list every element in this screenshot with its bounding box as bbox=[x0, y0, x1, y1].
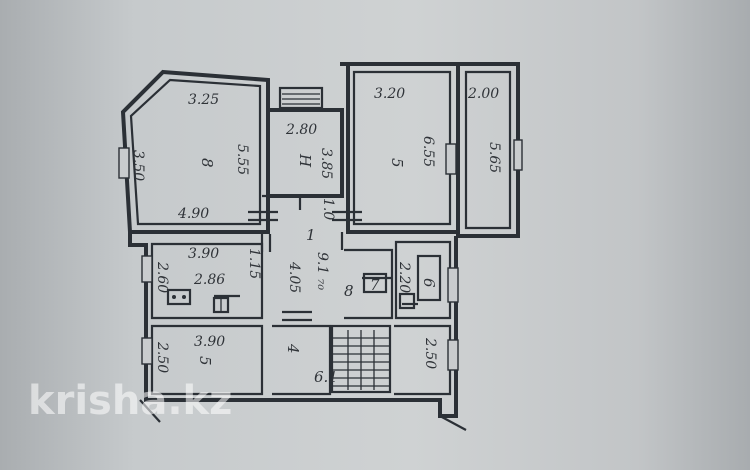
dim-balcony-side: 5.65 bbox=[486, 142, 502, 173]
dim-balcony-top: 2.00 bbox=[467, 86, 499, 102]
dim-bottom-room-left: 2.50 bbox=[154, 341, 170, 373]
stove-icon bbox=[166, 288, 192, 306]
dim-bedroom-left-top: 3.25 bbox=[188, 92, 219, 108]
room-no-corridor-marks: 8 bbox=[344, 282, 354, 300]
watermark-text: krisha.kz bbox=[28, 378, 232, 424]
dim-corridor-small: 1.0 bbox=[320, 198, 336, 220]
window-bath bbox=[447, 267, 459, 303]
dim-bedroom-left-bottom: 4.90 bbox=[177, 206, 209, 222]
dim-kitchen-left: 2.60 bbox=[154, 261, 170, 293]
room-no-stair-room: 4 bbox=[284, 343, 302, 354]
dim-room-h-side: 3.85 bbox=[318, 148, 334, 179]
outer-walls bbox=[120, 62, 520, 418]
window-bottom-right bbox=[447, 339, 459, 371]
room-no-bath: 6 bbox=[420, 278, 438, 288]
dim-bedroom-left-left: 3.50 bbox=[130, 150, 146, 181]
room-number-labels: 8 H 5 1 8 6 7 5 4 6.1 bbox=[196, 153, 438, 386]
dim-bottom-right-side: 2.50 bbox=[422, 337, 438, 369]
dim-bottom-room-top: 3.90 bbox=[194, 334, 225, 350]
window-bottom-room bbox=[141, 337, 153, 365]
wall-stair-room bbox=[272, 324, 332, 396]
wall-lower-body bbox=[128, 232, 458, 418]
door-marks bbox=[214, 198, 418, 322]
wall-wc bbox=[344, 248, 394, 320]
room-no-stair-label: 6.1 bbox=[314, 368, 338, 386]
dim-corridor-main: 4.05 bbox=[286, 261, 302, 293]
staircase bbox=[330, 324, 392, 394]
bath-sink-icon bbox=[398, 292, 416, 310]
dim-room-center-top: 3.20 bbox=[374, 86, 405, 102]
corner-marks bbox=[139, 399, 467, 431]
dim-room-center-side: 6.55 bbox=[420, 136, 436, 167]
windows bbox=[118, 139, 523, 371]
window-center-room bbox=[445, 143, 457, 175]
bathtub-icon bbox=[416, 254, 442, 302]
room-no-bedroom-left: 8 bbox=[198, 158, 216, 168]
dim-bedroom-left-right: 5.55 bbox=[234, 144, 250, 175]
window-left-bedroom bbox=[118, 147, 130, 179]
dim-bath-side: 2.20 bbox=[396, 261, 412, 293]
dimension-labels: 3.25 5.55 3.50 4.90 2.80 3.85 3.20 6.55 … bbox=[130, 86, 502, 373]
wall-bottom-room bbox=[150, 324, 264, 396]
room-no-wc: 7 bbox=[370, 276, 380, 294]
wall-bedroom-left bbox=[120, 69, 270, 234]
dim-room-h-top: 2.80 bbox=[285, 122, 317, 138]
room-no-bottom-room: 5 bbox=[196, 356, 214, 366]
wall-bath bbox=[394, 240, 452, 320]
dim-kitchen-side: 1.15 bbox=[246, 248, 262, 279]
wall-bottom-right-room bbox=[394, 324, 452, 396]
dim-kitchen-area: 2.86 bbox=[193, 272, 225, 288]
window-kitchen bbox=[141, 255, 153, 283]
toilet-icon bbox=[362, 272, 388, 294]
window-balcony bbox=[513, 139, 523, 171]
wall-kitchen bbox=[150, 242, 264, 320]
dim-corridor-side: 9.1 ₇₀ bbox=[314, 252, 330, 290]
room-no-h: H bbox=[296, 153, 314, 168]
room-no-center: 5 bbox=[388, 158, 406, 168]
room-no-corridor: 1 bbox=[306, 226, 316, 244]
fixtures bbox=[166, 254, 442, 314]
dim-kitchen-top: 3.90 bbox=[188, 246, 219, 262]
